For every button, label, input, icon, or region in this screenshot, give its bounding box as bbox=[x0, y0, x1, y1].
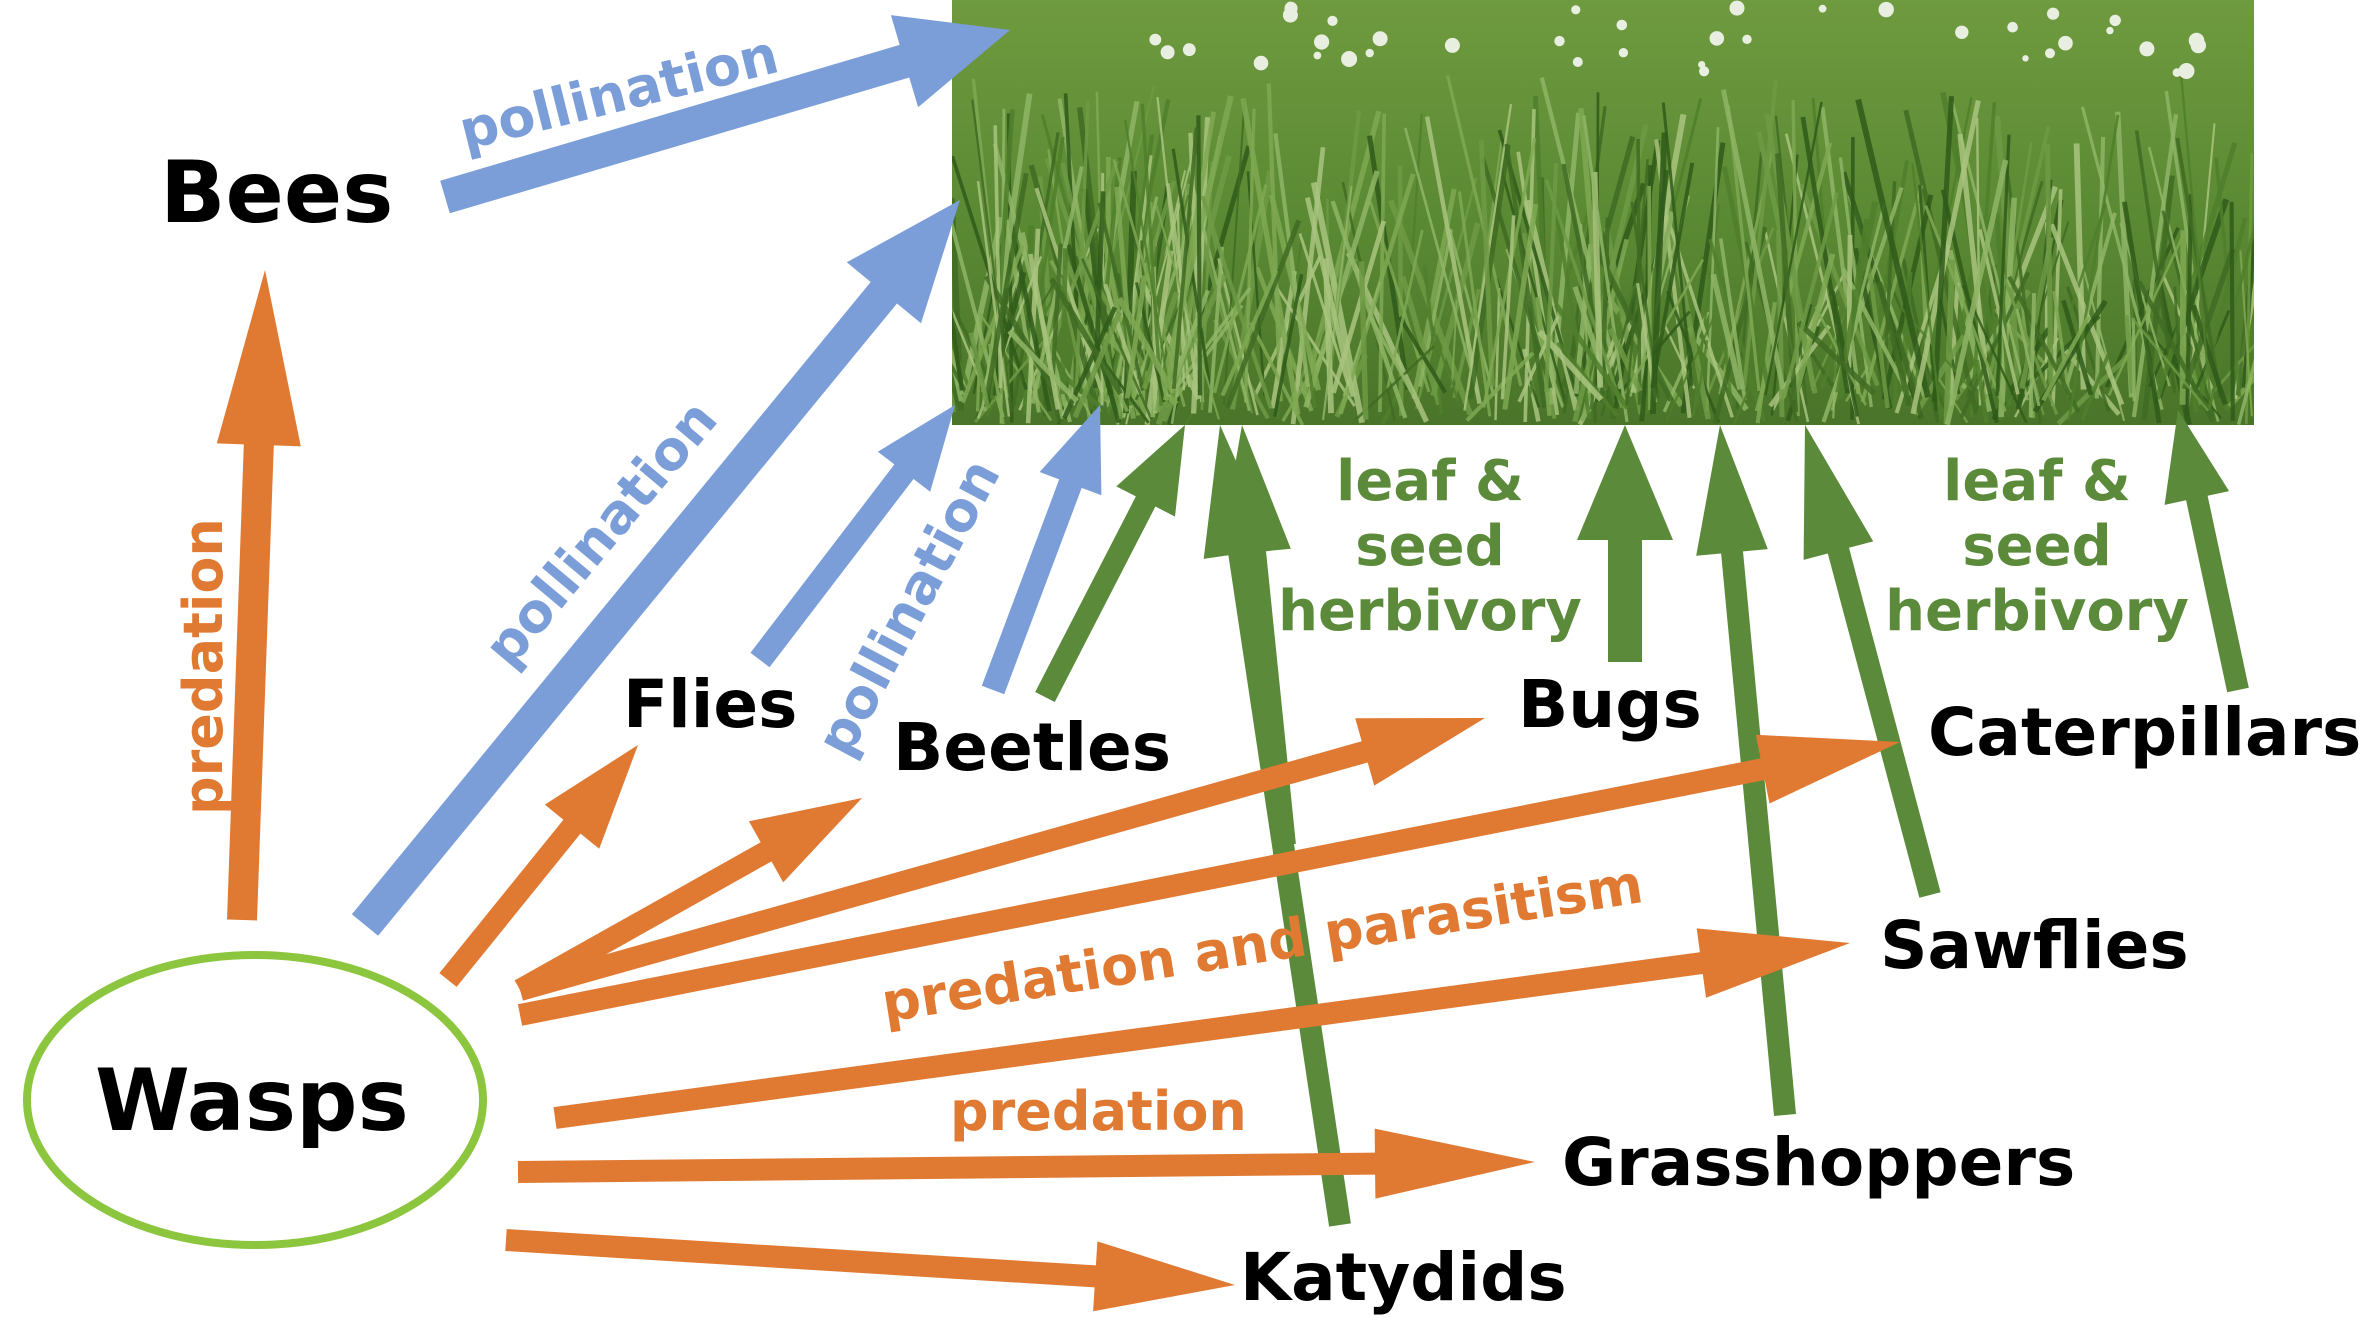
node-caterpillars: Caterpillars bbox=[1928, 694, 2361, 771]
node-grasshoppers: Grasshoppers bbox=[1562, 1124, 2075, 1201]
grass-blade bbox=[1198, 115, 1200, 395]
grass-blade bbox=[933, 169, 953, 413]
flower-dot bbox=[1314, 52, 1322, 60]
label-herbivory-left: leaf & seed herbivory bbox=[1278, 449, 1582, 644]
flower-dot bbox=[1366, 49, 1374, 57]
herbivory-left-line3: herbivory bbox=[1278, 579, 1582, 644]
flower-dot bbox=[2179, 63, 2195, 79]
herbivory-right-line1: leaf & bbox=[1943, 449, 2131, 514]
node-katydids: Katydids bbox=[1240, 1239, 1567, 1316]
flower-dot bbox=[2191, 38, 2206, 53]
arrow-bugs-herbivory bbox=[1577, 425, 1673, 662]
flower-dot bbox=[1554, 36, 1564, 46]
arrow-beetles-pollination bbox=[982, 405, 1102, 694]
flower-dot bbox=[1373, 31, 1388, 46]
label-predation-and-parasitism: predation and parasitism bbox=[877, 852, 1647, 1035]
label-predation-bottom: predation bbox=[950, 1080, 1247, 1143]
flower-dot bbox=[1571, 5, 1580, 14]
flower-dot bbox=[2058, 36, 2073, 51]
herbivory-right-line2: seed bbox=[1962, 514, 2111, 579]
flower-dot bbox=[1327, 16, 1337, 26]
flower-dot bbox=[1149, 34, 1161, 46]
grass-blade bbox=[2133, 318, 2134, 401]
flower-dot bbox=[2139, 41, 2154, 56]
grass-blade bbox=[2232, 202, 2233, 421]
flower-dot bbox=[1742, 35, 1751, 44]
flower-dot bbox=[1730, 1, 1745, 16]
node-wasps: Wasps bbox=[95, 1051, 409, 1151]
flower-dot bbox=[2045, 48, 2055, 58]
flower-dot bbox=[1699, 66, 1709, 76]
node-bugs: Bugs bbox=[1518, 666, 1702, 743]
arrow-sawflies-herbivory bbox=[1804, 425, 1941, 898]
arrow-wasps-pollination bbox=[352, 200, 960, 936]
arrow-caterpillars-herbivory bbox=[2165, 410, 2249, 692]
flower-dot bbox=[1619, 48, 1628, 57]
flower-dot bbox=[1819, 5, 1827, 13]
flower-dot bbox=[1955, 26, 1968, 39]
label-predation-wasps-bees: predation bbox=[172, 518, 235, 815]
flower-dot bbox=[2110, 15, 2121, 26]
flower-dot bbox=[2173, 68, 2182, 77]
node-sawflies: Sawflies bbox=[1880, 907, 2189, 984]
flower-dot bbox=[2047, 8, 2059, 20]
arrow-wasps-katydids-predation bbox=[505, 1229, 1235, 1311]
flower-dot bbox=[1573, 57, 1583, 67]
flower-dot bbox=[1341, 51, 1357, 67]
flower-dot bbox=[1879, 2, 1894, 17]
label-herbivory-right: leaf & seed herbivory bbox=[1885, 449, 2189, 644]
flower-dot bbox=[1283, 8, 1298, 23]
flower-dot bbox=[2022, 55, 2028, 61]
node-bees: Bees bbox=[160, 143, 393, 243]
flower-dot bbox=[1254, 56, 1269, 71]
flower-dot bbox=[2106, 27, 2113, 34]
flower-dot bbox=[1183, 43, 1196, 56]
flower-dot bbox=[1314, 34, 1329, 49]
flower-dot bbox=[2007, 22, 2018, 33]
flower-dot bbox=[1161, 45, 1175, 59]
flower-dot bbox=[1445, 38, 1460, 53]
grass-blade bbox=[1649, 186, 1650, 410]
node-beetles: Beetles bbox=[893, 709, 1171, 786]
flower-dot bbox=[1617, 20, 1628, 31]
grassland-photo bbox=[873, 0, 2292, 425]
herbivory-left-line1: leaf & bbox=[1336, 449, 1524, 514]
flower-dot bbox=[1710, 31, 1725, 46]
herbivory-right-line3: herbivory bbox=[1885, 579, 2189, 644]
node-flies: Flies bbox=[623, 666, 797, 743]
herbivory-left-line2: seed bbox=[1355, 514, 1504, 579]
grass-blade bbox=[1062, 248, 1065, 394]
